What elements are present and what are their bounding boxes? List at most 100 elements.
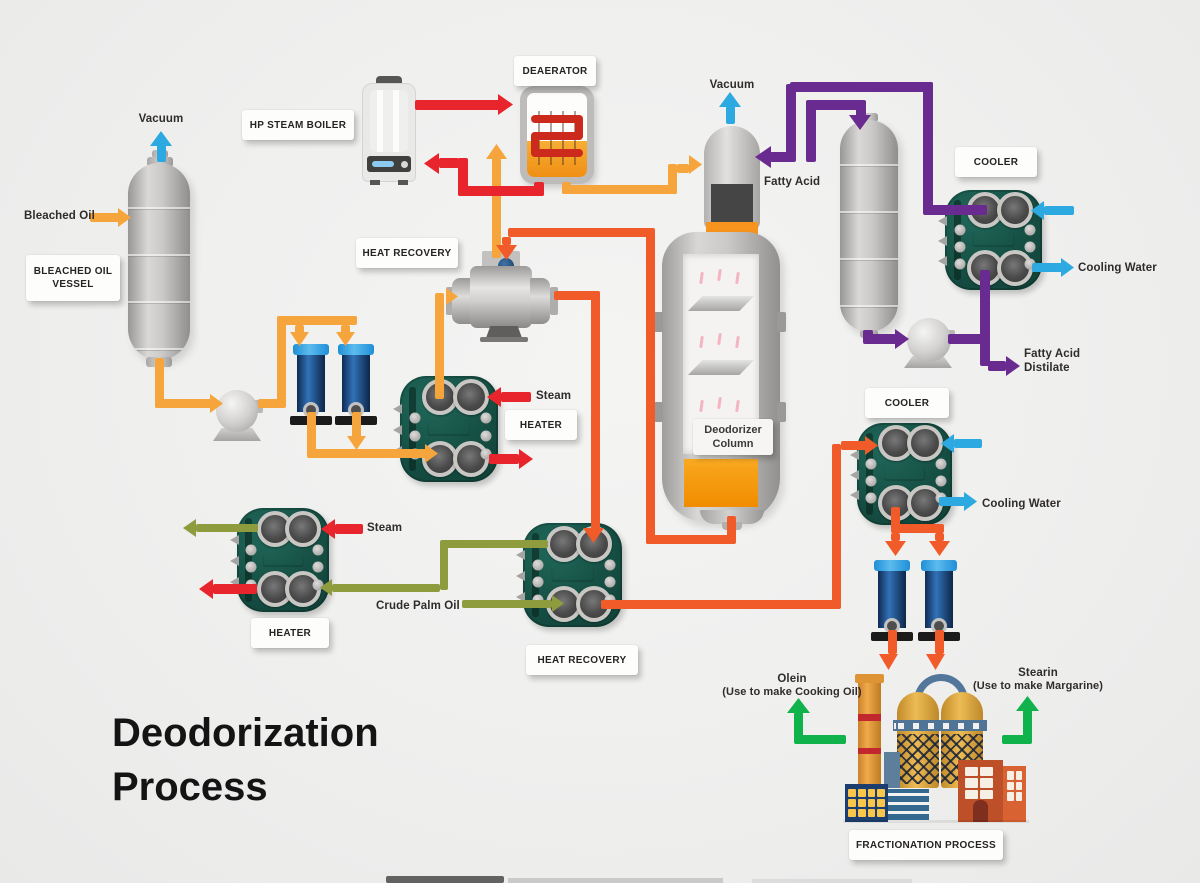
bolt — [954, 258, 966, 270]
bolt-tab — [850, 469, 859, 480]
bolt — [532, 594, 544, 606]
bolt — [409, 430, 421, 442]
window — [1007, 771, 1014, 780]
heat-recovery-vessel — [446, 248, 562, 342]
silo-band — [893, 720, 987, 731]
bolt — [532, 559, 544, 571]
arrow-right-icon — [498, 94, 513, 115]
window — [965, 789, 978, 799]
label-cooler-mid: COOLER — [865, 388, 949, 418]
bolt — [935, 475, 947, 487]
factory-windows — [1007, 771, 1022, 801]
window — [980, 767, 993, 777]
label-heat-recovery-center: HEAT RECOVERY — [526, 645, 638, 675]
filter-cap — [921, 560, 957, 571]
factory-windows — [848, 789, 885, 817]
chimney — [858, 678, 881, 792]
factory-windows — [965, 767, 993, 799]
column-tray — [688, 296, 754, 311]
arrow-left-icon — [183, 519, 196, 537]
label-bleached-oil-vessel: BLEACHED OIL VESSEL — [26, 255, 120, 301]
bottom-crop-artifact — [386, 876, 504, 883]
flange-strip — [865, 433, 873, 515]
arrow-right-icon — [1061, 258, 1074, 277]
flange-strip — [408, 386, 416, 472]
bolt — [1024, 224, 1036, 236]
nameplate — [428, 421, 469, 434]
bolt — [312, 544, 324, 556]
bolt — [604, 576, 616, 588]
bolt — [1024, 258, 1036, 270]
bolt-tab — [516, 550, 525, 561]
bolt — [954, 224, 966, 236]
arrow-up-icon — [486, 144, 507, 159]
window — [1015, 792, 1022, 801]
port — [996, 192, 1033, 228]
arrow-down-icon — [926, 654, 945, 670]
heat-recovery-exchanger — [516, 523, 622, 627]
bolt-tab — [938, 216, 947, 226]
bolt-tab — [938, 236, 947, 246]
arrow-down-icon — [347, 436, 366, 450]
window — [1015, 771, 1022, 780]
bolt — [245, 561, 257, 573]
bolt — [954, 241, 966, 253]
bolt — [935, 458, 947, 470]
window — [965, 778, 978, 788]
bolt — [480, 430, 492, 442]
factory-building-mid — [888, 788, 929, 822]
label-deaerator: DEAERATOR — [514, 56, 596, 86]
arrow-right-icon — [689, 155, 702, 174]
label-steam-left: Steam — [367, 522, 403, 534]
pump-fatty-acid — [901, 318, 955, 368]
bolt — [312, 561, 324, 573]
window — [857, 799, 866, 807]
filter-cap — [293, 344, 329, 355]
label-crude-palm-oil: Crude Palm Oil — [376, 600, 460, 612]
window — [980, 789, 993, 799]
label-stearin: Stearin (Use to make Margarine) — [972, 667, 1104, 693]
cooler-mid-exchanger — [850, 423, 952, 525]
window — [1007, 781, 1014, 791]
pillar — [884, 752, 900, 796]
label-olein: Olein (Use to make Cooking Oil) — [722, 673, 862, 699]
page-title: Deodorization Process — [112, 711, 379, 809]
bolt — [604, 559, 616, 571]
label-heater-left: HEATER — [251, 618, 329, 648]
arrow-right-icon — [1006, 356, 1020, 376]
port — [452, 379, 489, 416]
bolt-tab — [516, 591, 525, 602]
window — [965, 767, 978, 777]
nameplate — [885, 466, 925, 479]
bolt — [532, 576, 544, 588]
arrow-right-icon — [964, 492, 977, 511]
flange-strip — [531, 533, 539, 617]
arrow-left-icon — [199, 579, 213, 599]
window — [867, 799, 876, 807]
window — [857, 789, 866, 797]
bolt — [865, 492, 877, 504]
bolt — [1024, 241, 1036, 253]
window — [848, 809, 856, 817]
window — [848, 789, 856, 797]
factory-door — [973, 800, 988, 822]
window — [1015, 781, 1022, 791]
window — [1007, 792, 1014, 801]
port — [907, 425, 944, 462]
bolt — [865, 475, 877, 487]
boiler-panel — [370, 90, 408, 152]
filter-cap — [874, 560, 910, 571]
heater-center-exchanger — [393, 376, 498, 482]
bolt — [865, 458, 877, 470]
arrow-left-icon — [424, 153, 439, 174]
label-fatty-acid: Fatty Acid — [764, 176, 821, 188]
bolt — [245, 544, 257, 556]
arrow-up-icon — [1016, 696, 1039, 711]
window — [857, 809, 866, 817]
nameplate — [264, 552, 303, 565]
flange-strip — [953, 200, 961, 280]
label-fatty-acid-distilate: Fatty Acid Distilate — [1024, 348, 1081, 375]
bolt — [480, 448, 492, 460]
nameplate — [552, 567, 594, 580]
